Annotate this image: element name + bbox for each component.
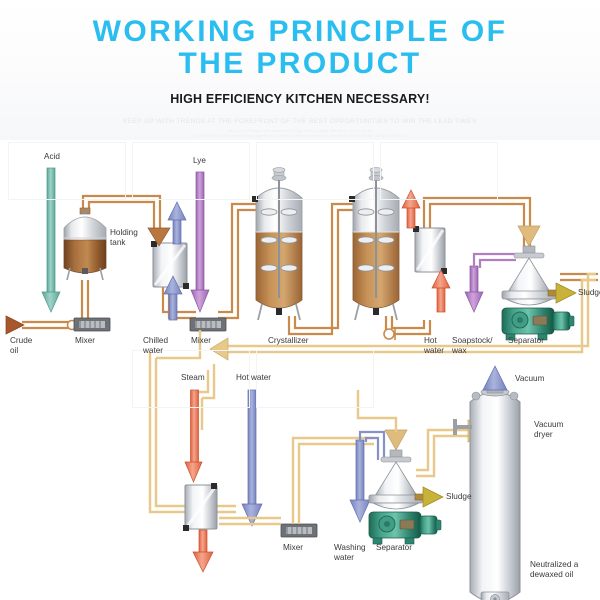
hot-water-heat-exchanger bbox=[413, 226, 447, 274]
steam-heat-exchanger bbox=[183, 483, 218, 531]
lye-flow-arrow bbox=[190, 171, 210, 313]
header-banner: WORKING PRINCIPLE OF THE PRODUCT HIGH EF… bbox=[0, 0, 600, 140]
header-tagline-small-line-1: the product is designed with advanced te… bbox=[227, 129, 373, 133]
label-output-line1: Neutralized a bbox=[530, 560, 579, 569]
oil-into-separator-arrow bbox=[517, 225, 541, 247]
valve-symbol bbox=[383, 328, 396, 340]
label-steam: Steam bbox=[181, 373, 205, 382]
label-sludge-2: Sludge bbox=[446, 492, 472, 501]
crystallizer-vessel bbox=[252, 167, 303, 321]
crystallizer-vessel bbox=[349, 167, 400, 321]
label-output-oil: Neutralized a dewaxed oil bbox=[530, 560, 578, 579]
watermark-box bbox=[8, 142, 126, 200]
mixer-unit bbox=[280, 523, 318, 538]
watermark-box bbox=[256, 142, 374, 200]
label-holding-tank: Holding tank bbox=[110, 228, 138, 247]
separator-machine bbox=[501, 245, 575, 341]
label-washing-water-line1: Washing bbox=[334, 543, 366, 552]
label-vacuum-dryer-line1: Vacuum bbox=[534, 420, 564, 429]
label-vacuum-dryer: Vacuum dryer bbox=[534, 420, 563, 439]
page-subtitle: HIGH EFFICIENCY KITCHEN NECESSARY! bbox=[170, 92, 430, 106]
mixer-unit bbox=[73, 317, 111, 332]
chilled-water-flow-arrows bbox=[163, 201, 187, 321]
label-hot-water-bottom: Hot water bbox=[236, 373, 272, 382]
watermark-box bbox=[132, 350, 250, 408]
label-crude-oil: Crude oil bbox=[10, 336, 32, 355]
label-chilled-water: Chilled water bbox=[143, 336, 168, 355]
label-output-line2: dewaxed oil bbox=[530, 569, 574, 579]
label-lye: Lye bbox=[193, 156, 206, 165]
acid-flow-arrow bbox=[41, 167, 61, 313]
label-crystallizer: Crystallizer bbox=[268, 336, 309, 345]
label-acid: Acid bbox=[44, 152, 60, 161]
soapstock-wax-outlet-arrow bbox=[464, 265, 484, 313]
header-tagline-small: the product is designed with advanced te… bbox=[0, 129, 600, 139]
label-soapstock-line1: Soapstock/ bbox=[452, 336, 493, 345]
flow-arrow-return bbox=[209, 337, 229, 361]
vacuum-arrow bbox=[482, 365, 508, 391]
flow-diagram-graphics bbox=[5, 167, 598, 600]
label-soapstock-wax: Soapstock/ wax bbox=[452, 336, 493, 355]
oil-into-separator2-arrow bbox=[384, 429, 408, 451]
watermark-box bbox=[132, 142, 250, 200]
label-hot-water-top: Hot water bbox=[424, 336, 444, 355]
label-washing-water: Washing water bbox=[334, 543, 366, 562]
label-mixer-2: Mixer bbox=[191, 336, 212, 345]
steam-pipe-arrow bbox=[184, 389, 203, 483]
label-holding-tank-line2: tank bbox=[110, 237, 126, 247]
washing-water-down-arrow bbox=[349, 439, 371, 523]
label-separator-2: Separator bbox=[376, 543, 412, 552]
page-title: WORKING PRINCIPLE OF THE PRODUCT bbox=[0, 16, 600, 80]
title-line-1: WORKING PRINCIPLE OF bbox=[92, 15, 508, 48]
chilled-water-heat-exchanger bbox=[151, 241, 189, 289]
condensate-outlet-arrow bbox=[192, 529, 214, 573]
label-crude-oil-line1: Crude bbox=[10, 336, 33, 345]
header-tagline-small-line-2: professional manufacturer supplying comp… bbox=[197, 134, 403, 138]
title-line-2: THE PRODUCT bbox=[178, 47, 422, 80]
label-vacuum: Vacuum bbox=[515, 374, 545, 383]
label-hot-water-line2: water bbox=[424, 345, 445, 355]
label-vacuum-dryer-line2: dryer bbox=[534, 429, 553, 439]
hot-water-down-arrow bbox=[241, 389, 263, 527]
label-soapstock-line2: wax bbox=[452, 345, 467, 355]
watermark-box bbox=[256, 350, 374, 408]
hot-water-flow-arrows bbox=[401, 189, 451, 313]
crude-oil-inlet-arrow bbox=[5, 315, 79, 335]
oil-into-exchanger-arrow bbox=[147, 227, 171, 247]
process-flow-diagram: Acid Crude oil Mixer Holding tank Chille… bbox=[0, 140, 600, 600]
header-tagline: KEEP UP WITH TRENDS AT THE FOREFRONT OF … bbox=[123, 118, 477, 125]
label-chilled-water-line1: Chilled bbox=[143, 336, 169, 345]
label-crude-oil-line2: oil bbox=[10, 345, 19, 355]
holding-tank-vessel bbox=[63, 207, 107, 281]
label-chilled-water-line2: water bbox=[143, 345, 164, 355]
label-washing-water-line2: water bbox=[334, 552, 355, 562]
label-sludge-1: Sludge bbox=[578, 288, 600, 297]
mixer-unit bbox=[189, 317, 227, 332]
label-holding-tank-line1: Holding bbox=[110, 228, 138, 237]
label-separator-1: Separator bbox=[508, 336, 544, 345]
sludge-outlet-arrow bbox=[555, 282, 577, 304]
label-hot-water-line1: Hot bbox=[424, 336, 437, 345]
label-mixer-1: Mixer bbox=[75, 336, 96, 345]
watermark-box bbox=[380, 142, 498, 200]
sludge-outlet-arrow bbox=[422, 486, 444, 508]
label-mixer-3: Mixer bbox=[283, 543, 304, 552]
